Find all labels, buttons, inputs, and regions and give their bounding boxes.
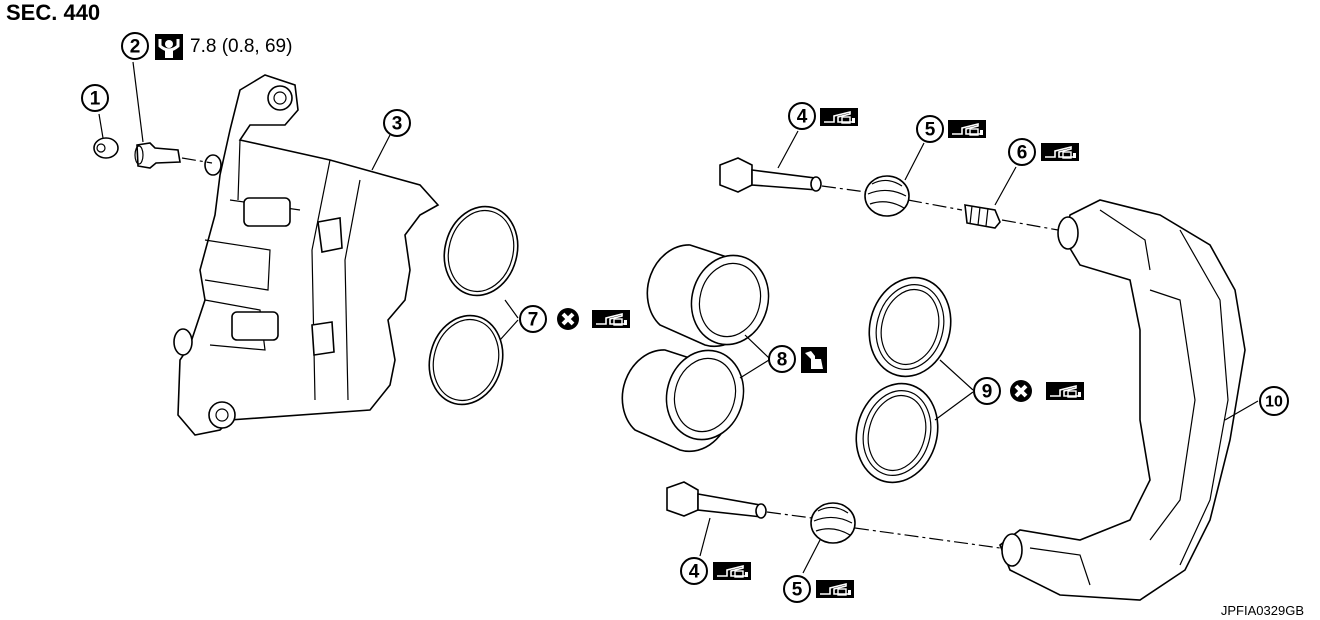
callout-8: 8 xyxy=(768,345,796,373)
brake-fluid-icon xyxy=(801,347,827,373)
callout-5-upper: 5 xyxy=(916,115,944,143)
rubber-grease-icon xyxy=(591,309,631,329)
svg-text:8: 8 xyxy=(777,350,788,371)
svg-text:5: 5 xyxy=(792,580,803,601)
do-not-reuse-icon xyxy=(1008,378,1034,404)
svg-text:3: 3 xyxy=(392,114,403,135)
svg-text:10: 10 xyxy=(1265,394,1283,411)
svg-text:7: 7 xyxy=(528,310,539,331)
bleeder-cap xyxy=(93,137,119,159)
torque-spec: 7.8 (0.8, 69) xyxy=(190,36,293,57)
callout-5-lower: 5 xyxy=(783,575,811,603)
svg-text:1: 1 xyxy=(90,89,101,110)
callout-7: 7 xyxy=(519,305,547,333)
callout-3: 3 xyxy=(383,109,411,137)
svg-text:4: 4 xyxy=(689,562,700,583)
callout-6: 6 xyxy=(1008,138,1036,166)
rubber-grease-icon xyxy=(947,119,987,139)
svg-text:5: 5 xyxy=(925,120,936,141)
pin-bushing xyxy=(964,204,1001,229)
svg-text:4: 4 xyxy=(797,107,808,128)
sliding-pin-upper xyxy=(719,157,822,193)
piston-seal xyxy=(428,205,519,406)
torque-member xyxy=(999,199,1246,601)
section-title: SEC. 440 xyxy=(6,0,101,25)
piston-boot xyxy=(855,276,952,484)
callout-4-upper: 4 xyxy=(788,102,816,130)
rubber-grease-icon xyxy=(815,579,855,599)
svg-text:2: 2 xyxy=(130,37,141,58)
piston xyxy=(621,244,770,453)
rubber-grease-icon xyxy=(712,561,752,581)
sliding-pin-lower xyxy=(666,481,767,519)
caliper-body xyxy=(173,74,440,436)
callout-10: 10 xyxy=(1259,386,1289,416)
callout-4-lower: 4 xyxy=(680,557,708,585)
pin-boot-lower xyxy=(810,502,856,544)
callout-9: 9 xyxy=(973,377,1001,405)
svg-text:6: 6 xyxy=(1017,143,1028,164)
rubber-grease-icon xyxy=(1045,381,1085,401)
pin-boot-upper xyxy=(864,175,910,217)
do-not-reuse-icon xyxy=(555,306,581,332)
rubber-grease-icon xyxy=(1040,142,1080,162)
callout-1: 1 xyxy=(81,84,109,112)
rubber-grease-icon xyxy=(819,107,859,127)
bleeder-valve xyxy=(134,142,181,169)
torque-wrench-icon xyxy=(155,34,183,60)
drawing-code: JPFIA0329GB xyxy=(1220,603,1304,618)
callout-2: 2 xyxy=(121,32,149,60)
svg-text:9: 9 xyxy=(982,382,993,403)
